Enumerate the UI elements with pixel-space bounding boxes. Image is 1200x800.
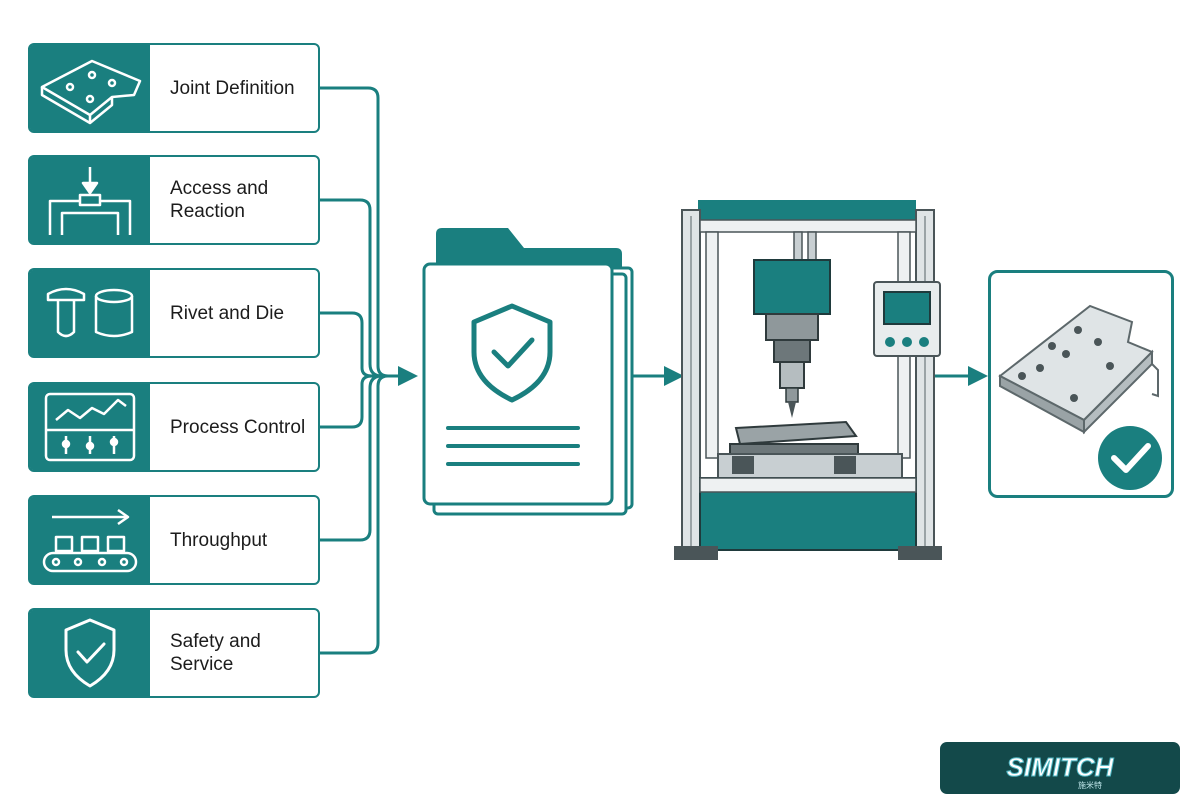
arrow-to-document-icon (398, 366, 418, 386)
rivet-die-icon (30, 270, 150, 356)
riveting-machine-icon (674, 200, 942, 560)
sheet-plate-icon (30, 45, 150, 131)
factor-label: Process Control (170, 416, 306, 438)
factor-label: Joint Definition (170, 77, 295, 99)
factor-card-process-control: Process Control (28, 382, 320, 472)
factor-label: Rivet and Die (170, 302, 285, 324)
factor-label: Throughput (170, 529, 268, 551)
arrow-to-result-icon (968, 366, 988, 386)
factor-card-safety-and-service: Safety and Service (28, 608, 320, 698)
shield-check-icon (30, 610, 150, 696)
simitch-logo: SIMITCH 施米特 (940, 742, 1180, 794)
factor-card-joint-definition: Joint Definition (28, 43, 320, 133)
svg-text:施米特: 施米特 (1078, 780, 1102, 790)
svg-text:SIMITCH: SIMITCH (1007, 752, 1115, 782)
arrow-to-machine-icon (664, 366, 684, 386)
factor-label: Access and Reaction (170, 178, 269, 222)
factor-card-access-and-reaction: Access and Reaction (28, 155, 320, 245)
shield-document-folder-icon (422, 228, 634, 516)
factor-card-throughput: Throughput (28, 495, 320, 585)
factor-card-rivet-and-die: Rivet and Die (28, 268, 320, 358)
process-graph-icon (30, 384, 150, 470)
press-fixture-icon (30, 157, 150, 243)
conveyor-icon (30, 497, 150, 583)
factor-label: Safety and Service (170, 631, 261, 675)
finished-part-check-icon (988, 270, 1174, 498)
